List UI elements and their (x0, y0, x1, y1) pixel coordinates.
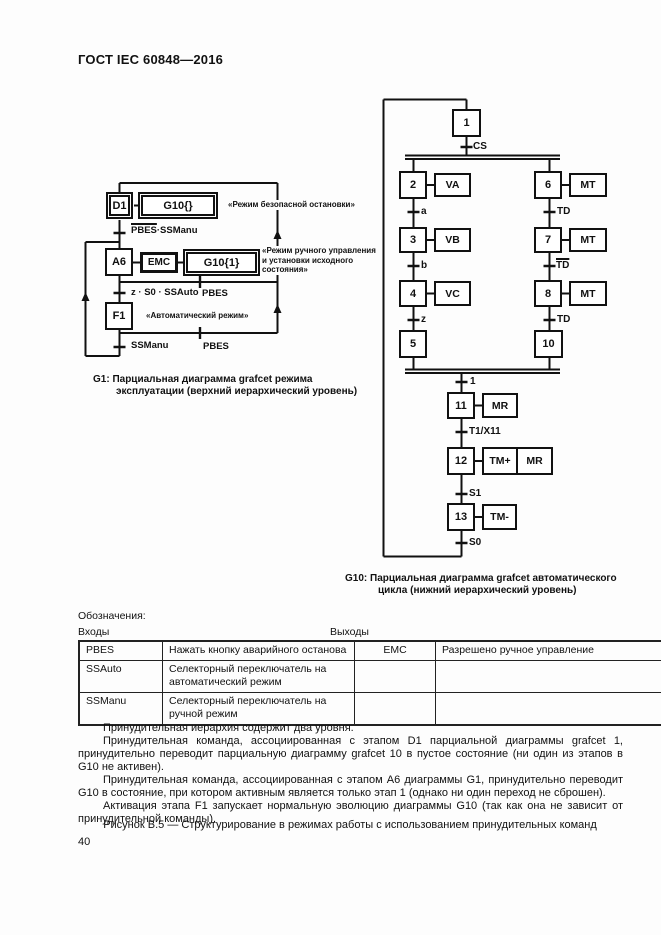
page-number: 40 (78, 836, 91, 848)
g10-step-13: 13 (447, 503, 475, 531)
g10-action-mt6: MT (569, 173, 607, 197)
note-paragraph-1: Принудительная иерархия содержит два уро… (103, 722, 354, 734)
legend-row-ssauto: SSAuto Селекторный переключатель на авто… (78, 660, 661, 693)
g10-action-tm-minus: TM- (482, 504, 517, 530)
g1-transition-pbes-ssmanu: PBES·SSManu (131, 225, 198, 236)
legend-cell-input-desc: Нажать кнопку аварийного останова (162, 640, 355, 661)
legend-cell-input-desc: Селекторный переключатель на автоматичес… (162, 660, 355, 693)
legend-cell-input-code: PBES (78, 640, 163, 661)
g10-caption-line2: цикла (нижний иерархический уровень) (378, 585, 577, 596)
g10-step-4: 4 (399, 280, 427, 307)
g10-action-mt7: MT (569, 228, 607, 252)
g1-transition-pbes-right-lower: PBES (203, 341, 229, 352)
g10-transition-cs: CS (473, 141, 487, 152)
g10-caption-line1: G10: Парциальная диаграмма grafcet автом… (345, 573, 617, 584)
g10-transition-a: a (421, 206, 427, 217)
legend-cell-input-desc: Селекторный переключатель на ручной режи… (162, 692, 355, 726)
g1-action-emc: EMC (140, 252, 178, 273)
legend-row-ssmanu: SSManu Селекторный переключатель на ручн… (78, 692, 661, 726)
legend-cell-output-desc (435, 692, 661, 726)
g10-transition-b: b (421, 260, 428, 271)
g10-step-11: 11 (447, 392, 475, 419)
g10-step-12: 12 (447, 447, 475, 475)
g10-transition-td2-negated: TD (556, 260, 570, 271)
g10-transition-always-true: 1 (470, 376, 476, 387)
g1-action-g10-all: G10{} (138, 192, 218, 219)
g10-action-mr11: MR (482, 393, 518, 418)
legend-cell-output-code: EMC (354, 640, 436, 661)
g10-step-8: 8 (534, 280, 562, 307)
g10-step-3: 3 (399, 227, 427, 253)
diagram-lines-layer (81, 98, 569, 558)
legend-table: PBES Нажать кнопку аварийного останова E… (78, 640, 661, 726)
g10-action-mr12: MR (516, 447, 553, 475)
g1-transition-auto-cond: z · S0 · SSAuto (131, 287, 199, 298)
notes-block: Принудительная иерархия содержит два уро… (78, 722, 623, 826)
g10-action-tm-plus: TM+ (482, 447, 518, 475)
legend-inputs-label: Входы (78, 626, 110, 638)
legend-cell-input-code: SSManu (78, 692, 163, 726)
g10-transition-t1x11: T1/X11 (469, 426, 501, 437)
g1-step-d1: D1 (106, 192, 133, 219)
g1-comment-manual-line3: состояния» (262, 265, 308, 274)
g10-step-5: 5 (399, 330, 427, 358)
legend-row-pbes: PBES Нажать кнопку аварийного останова E… (78, 640, 661, 661)
g10-diagram-lines (382, 98, 569, 558)
legend-cell-output-desc: Разрешено ручное управление (435, 640, 661, 661)
legend-cell-output-code (354, 692, 436, 726)
figure-caption: Рисунок В.5 — Структурирование в режимах… (103, 819, 597, 831)
g1-flow-arrows (81, 230, 282, 313)
g10-step-7: 7 (534, 227, 562, 253)
g1-comment-safe-stop: «Режим безопасной остановки» (228, 200, 355, 210)
note-paragraph-4: Активация этапа F1 запускает нормальную … (78, 800, 623, 825)
legend-title: Обозначения: (78, 610, 146, 622)
legend-cell-input-code: SSAuto (78, 660, 163, 693)
g1-comment-manual: «Режим ручного управления и установки ис… (262, 246, 376, 275)
g1-transition-pbes-ov: PBES (131, 225, 157, 236)
g10-action-mt8: MT (569, 281, 607, 306)
note-paragraph-2: Принудительная команда, ассоциированная … (78, 735, 623, 773)
legend-cell-output-code (354, 660, 436, 693)
g10-step-10: 10 (534, 330, 563, 358)
g1-action-g10-1: G10{1} (183, 249, 260, 276)
g10-action-va: VA (434, 173, 471, 197)
note-paragraph-3: Принудительная команда, ассоциированная … (78, 774, 623, 799)
g1-transition-ssmanu-rest: ·SSManu (156, 225, 198, 236)
g1-step-a6: A6 (105, 248, 133, 276)
g10-transition-s1: S1 (469, 488, 482, 499)
g1-comment-manual-line2: и установки исходного (262, 255, 354, 265)
g1-caption-line1: G1: Парциальная диаграмма grafcet режима (93, 374, 313, 385)
g10-transition-z: z (421, 314, 426, 325)
g10-step-6: 6 (534, 171, 562, 199)
g10-action-vc: VC (434, 281, 471, 306)
legend-outputs-label: Выходы (330, 626, 369, 638)
g1-transition-pbes-right-upper: PBES (202, 288, 228, 299)
g10-transition-s0: S0 (469, 537, 482, 548)
g10-step-1: 1 (452, 109, 481, 137)
g1-comment-manual-line1: «Режим ручного управления (262, 246, 376, 255)
g1-caption-line2: эксплуатации (верхний иерархический уров… (116, 386, 358, 397)
g1-step-f1: F1 (105, 302, 133, 330)
legend-cell-output-desc (435, 660, 661, 693)
g10-transition-td3: TD (557, 314, 571, 325)
g1-comment-auto: «Автоматический режим» (146, 311, 249, 321)
g10-action-vb: VB (434, 228, 471, 252)
g10-transition-td1: TD (557, 206, 571, 217)
g10-step-2: 2 (399, 171, 427, 199)
g1-transition-ssmanu: SSManu (131, 340, 169, 351)
page-header: ГОСТ IEC 60848—2016 (78, 52, 224, 67)
